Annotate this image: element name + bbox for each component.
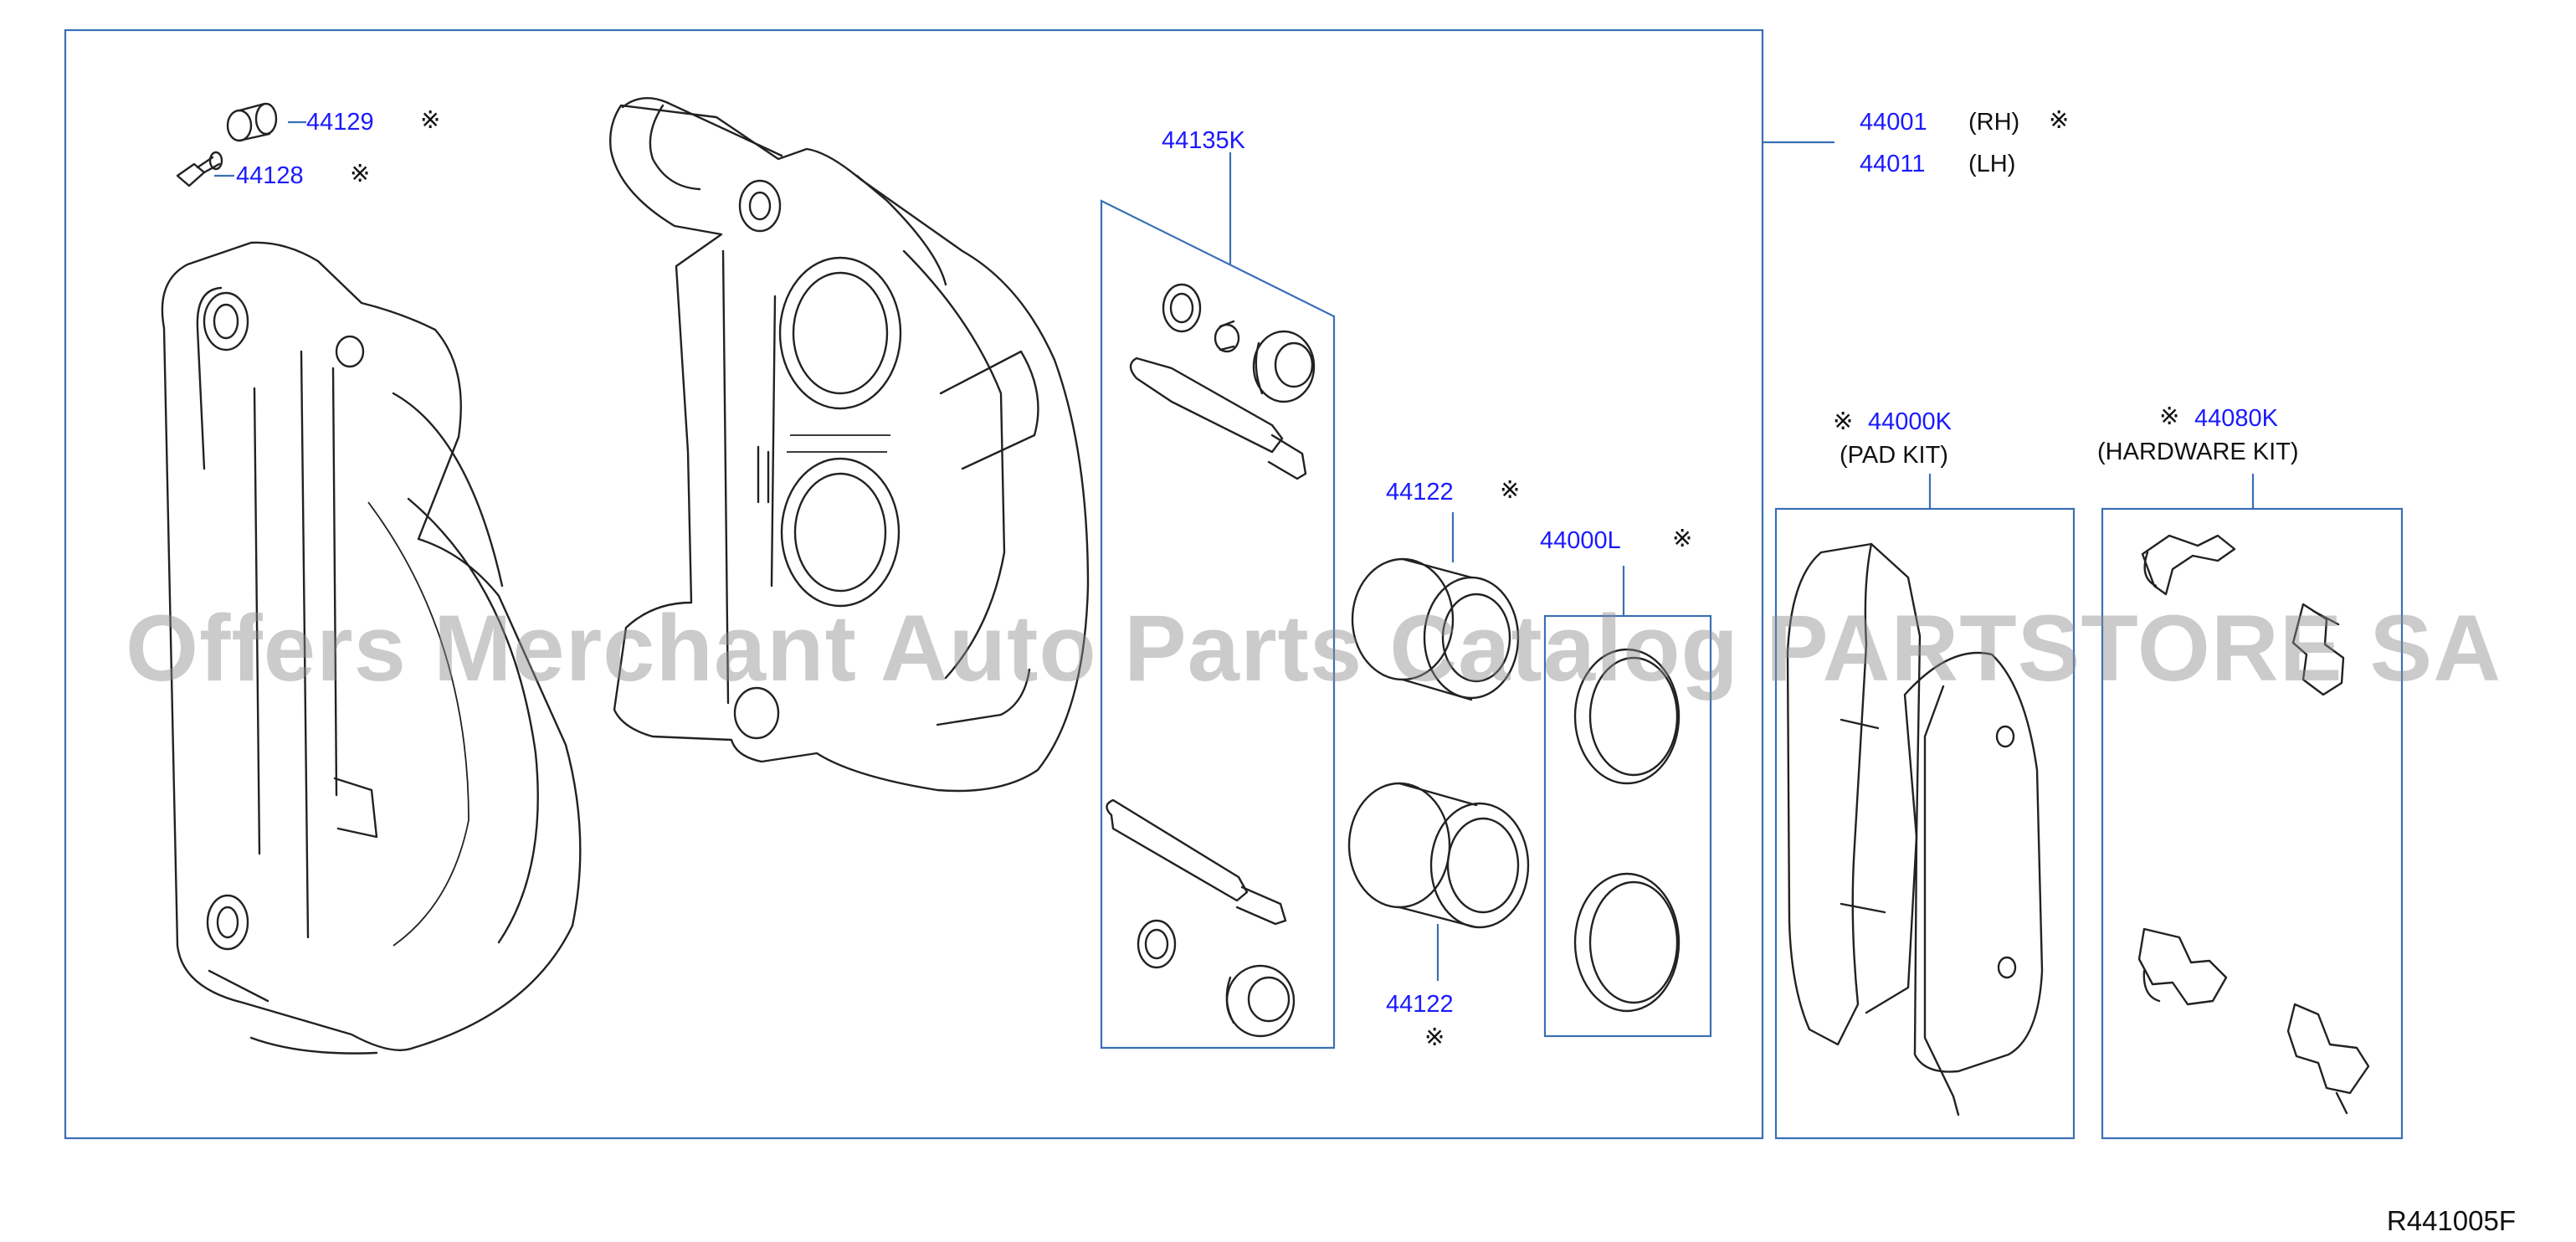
- piston-top-part: [1351, 557, 1520, 701]
- part-number-piston-bottom[interactable]: 44122: [1386, 991, 1454, 1018]
- note-mark: ※: [1833, 408, 1854, 435]
- part-number-pad-kit[interactable]: 44000K: [1868, 408, 1952, 435]
- part-number-hardware-kit[interactable]: 44080K: [2194, 405, 2278, 432]
- repair-kit-frame: [1100, 199, 1336, 1050]
- note-mark: ※: [1500, 477, 1521, 504]
- side-label-lh: (LH): [1968, 151, 2016, 177]
- note-mark: ※: [350, 161, 371, 187]
- diagram-reference: R441005F: [2386, 1205, 2516, 1236]
- bleeder-screw-part: [176, 151, 223, 187]
- hardware-kit-parts: [2137, 534, 2370, 1115]
- part-number-piston-top[interactable]: 44122: [1386, 479, 1454, 506]
- repair-kit-parts: [1106, 283, 1316, 1038]
- main-frame: [64, 28, 1764, 1140]
- part-number-bleeder-cap[interactable]: 44129: [306, 109, 374, 136]
- part-number-caliper-rh[interactable]: 44001: [1860, 109, 1927, 136]
- pad-kit-description: (PAD KIT): [1840, 442, 1948, 469]
- part-number-caliper-lh[interactable]: 44011: [1860, 151, 1926, 177]
- note-mark: ※: [420, 107, 441, 134]
- brake-pad-parts: [1786, 542, 2044, 1116]
- hardware-kit-description: (HARDWARE KIT): [2097, 439, 2299, 465]
- part-number-bleeder-screw[interactable]: 44128: [236, 162, 304, 189]
- bleeder-cap-part: [226, 102, 278, 142]
- note-mark: ※: [1672, 526, 1693, 552]
- note-mark: ※: [2049, 107, 2070, 134]
- part-number-seal-kit[interactable]: 44000L: [1540, 527, 1621, 554]
- hardware-kit-frame: [2101, 507, 2404, 1140]
- pad-kit-frame: [1774, 507, 2076, 1140]
- part-number-repair-kit[interactable]: 44135K: [1162, 127, 1245, 154]
- seal-kit-parts: [1573, 648, 1681, 1013]
- caliper-bracket-part: [161, 241, 582, 1055]
- seal-kit-frame: [1543, 614, 1712, 1038]
- side-label-rh: (RH): [1968, 109, 2020, 136]
- caliper-housing-part: [609, 97, 1090, 793]
- note-mark: ※: [1424, 1024, 1445, 1051]
- piston-bottom-part: [1347, 782, 1530, 929]
- note-mark: ※: [2159, 403, 2180, 430]
